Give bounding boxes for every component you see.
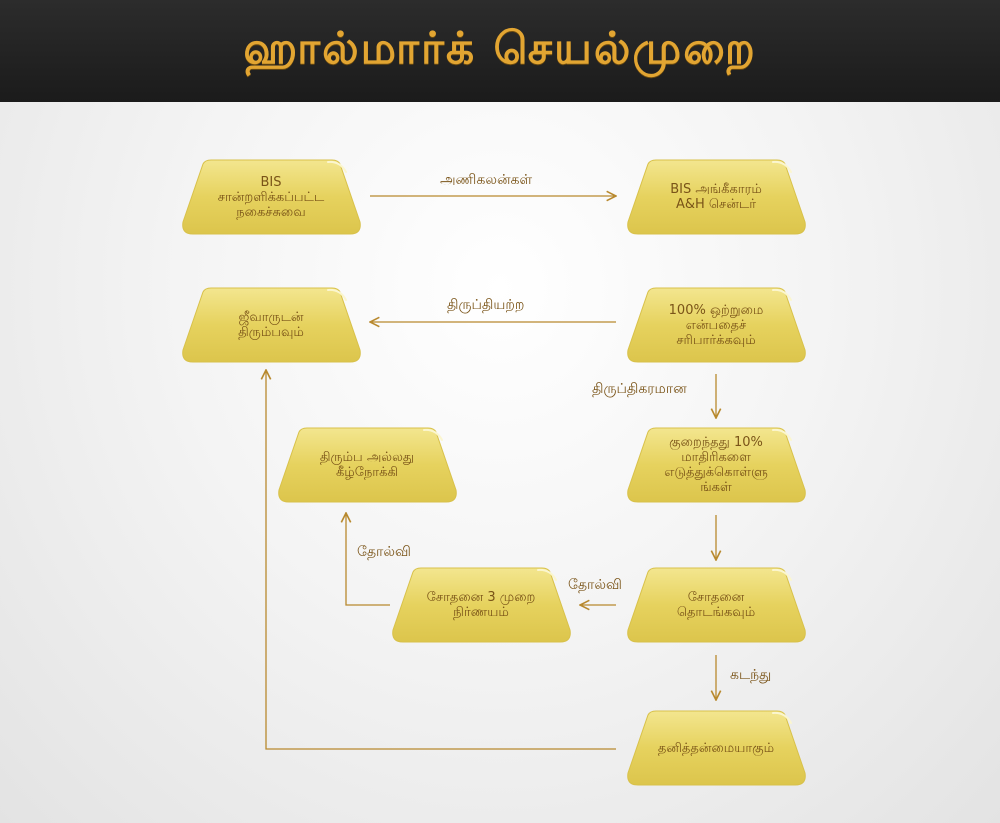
bar-ah-centre	[627, 159, 806, 235]
page-title: ஹால்மார்க் செயல்முறை	[243, 22, 757, 74]
bar-jewellery	[182, 159, 361, 235]
edge-label-pass: கடந்து	[730, 667, 772, 683]
edge-label-jewellery: அணிகலன்கள்	[440, 172, 533, 188]
title-bar: ஹால்மார்க் செயல்முறை	[0, 0, 1000, 102]
bar-return-jeweller	[182, 287, 361, 363]
bar-hallmarking	[627, 710, 806, 786]
edge-label-unsatisfactory: திருப்தியற்ற	[447, 297, 525, 313]
bar-start-testing	[627, 567, 806, 643]
bar-sampling	[627, 427, 806, 503]
bar-retest	[392, 567, 571, 643]
arrow-fail-2	[346, 513, 390, 606]
edge-label-fail-2: தோல்வி	[357, 544, 411, 560]
arrow-hallmark-to-return	[266, 370, 616, 750]
edge-label-fail-1: தோல்வி	[568, 577, 622, 593]
bar-check-uniformity	[627, 287, 806, 363]
bar-return-or-melt	[278, 427, 457, 503]
edge-label-satisfactory: திருப்திகரமான	[592, 381, 687, 397]
